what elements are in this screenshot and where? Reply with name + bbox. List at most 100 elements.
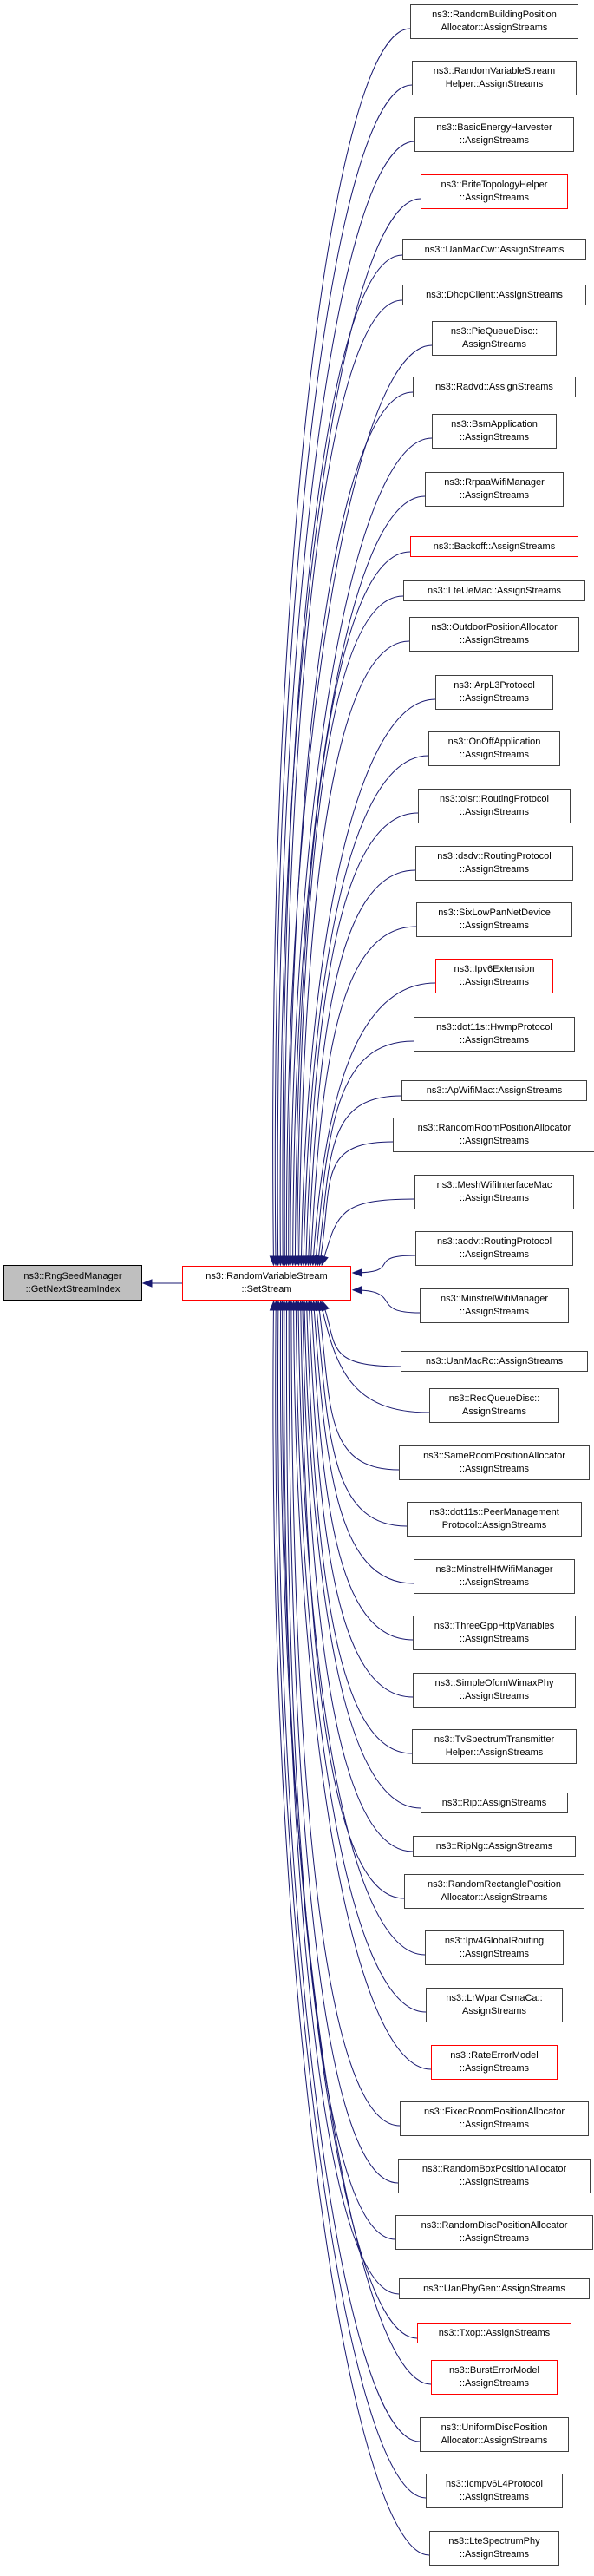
node-label-line: ns3::UanPhyGen::AssignStreams [423,2283,565,2294]
caller-node[interactable]: ns3::ArpL3Protocol::AssignStreams [435,675,553,710]
node-label-line: ns3::dsdv::RoutingProtocol [437,851,552,862]
call-edge [282,1301,418,2339]
caller-node[interactable]: ns3::SixLowPanNetDevice::AssignStreams [416,902,572,937]
caller-node[interactable]: ns3::SimpleOfdmWimaxPhy::AssignStreams [413,1673,576,1708]
caller-node[interactable]: ns3::FixedRoomPositionAllocator::AssignS… [400,2101,589,2136]
caller-node[interactable]: ns3::LteUeMac::AssignStreams [403,580,585,601]
call-edge [274,84,413,1266]
node-label-line: ns3::RandomBoxPositionAllocator [421,2164,567,2174]
caller-node[interactable]: ns3::UanPhyGen::AssignStreams [399,2278,590,2299]
call-edge [302,1301,414,1852]
caller-node[interactable]: ns3::LrWpanCsmaCa::AssignStreams [426,1988,563,2022]
call-edge [300,698,436,1266]
edge-arrowhead [269,1300,278,1311]
caller-node[interactable]: ns3::RateErrorModel::AssignStreams [431,2045,558,2080]
caller-node[interactable]: ns3::BsmApplication::AssignStreams [432,414,557,449]
caller-node[interactable]: ns3::SameRoomPositionAllocator::AssignSt… [399,1445,590,1480]
caller-node[interactable]: ns3::Backoff::AssignStreams [410,536,578,557]
call-edge [310,926,417,1266]
node-label-line: ns3::aodv::RoutingProtocol [436,1236,552,1247]
node-label-line: ::AssignStreams [459,750,530,760]
call-edge [315,1040,414,1266]
caller-node[interactable]: ns3::UanMacRc::AssignStreams [401,1351,588,1372]
call-edge [290,437,433,1266]
caller-node[interactable]: ns3::RipNg::AssignStreams [413,1836,576,1857]
call-edge [315,1301,408,1527]
caller-node[interactable]: ns3::OutdoorPositionAllocator::AssignStr… [409,617,579,652]
node-label-line: Helper::AssignStreams [445,79,544,89]
node-label-line: ns3::DhcpClient::AssignStreams [426,289,563,300]
node-label-line: ns3::MinstrelHtWifiManager [435,1564,553,1575]
caller-node[interactable]: ns3::aodv::RoutingProtocol::AssignStream… [415,1231,573,1266]
caller-node[interactable]: ns3::Ipv4GlobalRouting::AssignStreams [425,1930,564,1965]
caller-node[interactable]: ns3::Radvd::AssignStreams [413,377,576,397]
caller-node[interactable]: ns3::BasicEnergyHarvester::AssignStreams [414,117,574,152]
node-label-line: ns3::SixLowPanNetDevice [438,908,551,918]
node-label-line: ns3::RandomRectanglePosition [427,1879,562,1890]
node-label-line: ns3::BsmApplication [451,419,538,429]
caller-node[interactable]: ns3::ApWifiMac::AssignStreams [401,1080,587,1101]
call-edge [285,1301,396,2240]
node-label-line: ns3::Backoff::AssignStreams [433,541,556,552]
caller-node[interactable]: ns3::PieQueueDisc::AssignStreams [432,321,557,356]
node-label-line: ns3::UniformDiscPosition [441,2422,548,2433]
node-label-line: ns3::BriteTopologyHelper [441,180,548,190]
caller-node[interactable]: ns3::RrpaaWifiManager::AssignStreams [425,472,564,507]
node-label-line: ns3::RipNg::AssignStreams [435,1840,553,1852]
call-edge [284,1301,400,2295]
node-label-line: ::AssignStreams [459,1577,530,1588]
node-label-line: ns3::RateErrorModel [450,2050,539,2061]
caller-node[interactable]: ns3::Txop::AssignStreams [417,2323,571,2343]
caller-node[interactable]: ns3::BurstErrorModel::AssignStreams [431,2360,558,2395]
caller-node[interactable]: ns3::olsr::RoutingProtocol::AssignStream… [418,789,571,823]
node-label-line: ns3::olsr::RoutingProtocol [440,794,549,804]
call-edge [285,344,433,1266]
caller-node[interactable]: ns3::dot11s::HwmpProtocol::AssignStreams [414,1017,575,1052]
caller-node[interactable]: ns3::dsdv::RoutingProtocol::AssignStream… [415,846,573,881]
caller-node[interactable]: ns3::LteSpectrumPhy::AssignStreams [429,2531,559,2566]
node-rng-seed-manager-get-next-stream-index: ns3::RngSeedManager ::GetNextStreamIndex [3,1265,142,1301]
call-edge [292,495,426,1266]
caller-node[interactable]: ns3::DhcpClient::AssignStreams [402,285,586,305]
caller-node[interactable]: ns3::MeshWifiInterfaceMac::AssignStreams [414,1175,574,1209]
caller-node[interactable]: ns3::UanMacCw::AssignStreams [402,239,586,260]
caller-node[interactable]: ns3::RedQueueDisc::AssignStreams [429,1388,559,1423]
caller-node[interactable]: ns3::BriteTopologyHelper::AssignStreams [421,174,568,209]
node-label-line: ::AssignStreams [459,2120,530,2130]
node-label-line: ::AssignStreams [459,135,530,146]
node-random-variable-stream-set-stream[interactable]: ns3::RandomVariableStream ::SetStream [182,1266,351,1301]
node-label-line: ns3::Radvd::AssignStreams [435,381,553,392]
node-label-line: ::AssignStreams [459,1949,530,1959]
caller-node[interactable]: ns3::Rip::AssignStreams [421,1793,568,1813]
node-label-line: ::AssignStreams [459,635,530,646]
node-label-line: ns3::BurstErrorModel [449,2365,539,2376]
caller-node[interactable]: ns3::ThreeGppHttpVariables::AssignStream… [413,1616,576,1650]
node-label-line: AssignStreams [462,339,526,350]
caller-node[interactable]: ns3::RandomBoxPositionAllocator::AssignS… [398,2159,591,2193]
caller-node[interactable]: ns3::RandomDiscPositionAllocator::Assign… [395,2215,593,2250]
node-label-line: ns3::FixedRoomPositionAllocator [423,2107,565,2117]
node-label-line: ns3::TvSpectrumTransmitter [434,1734,555,1745]
node-label-line: ns3::SameRoomPositionAllocator [423,1451,565,1461]
node-label-line: AssignStreams [462,1406,526,1417]
caller-node[interactable]: ns3::MinstrelHtWifiManager::AssignStream… [414,1559,575,1594]
caller-node[interactable]: ns3::Ipv6Extension::AssignStreams [435,959,553,993]
call-edge [294,551,411,1266]
caller-node[interactable]: ns3::Icmpv6L4Protocol::AssignStreams [426,2474,563,2508]
caller-node[interactable]: ns3::MinstrelWifiManager::AssignStreams [420,1288,569,1323]
call-edge [306,1301,413,1754]
node-label-line: ::AssignStreams [459,1464,530,1474]
call-edge [279,1301,432,2385]
caller-node[interactable]: ns3::OnOffApplication::AssignStreams [428,731,560,766]
call-edge [300,1301,405,1899]
caller-node[interactable]: ns3::RandomRoomPositionAllocator::Assign… [393,1118,594,1152]
node-label-line: ns3::Icmpv6L4Protocol [446,2479,543,2489]
call-edge [275,1301,427,2499]
